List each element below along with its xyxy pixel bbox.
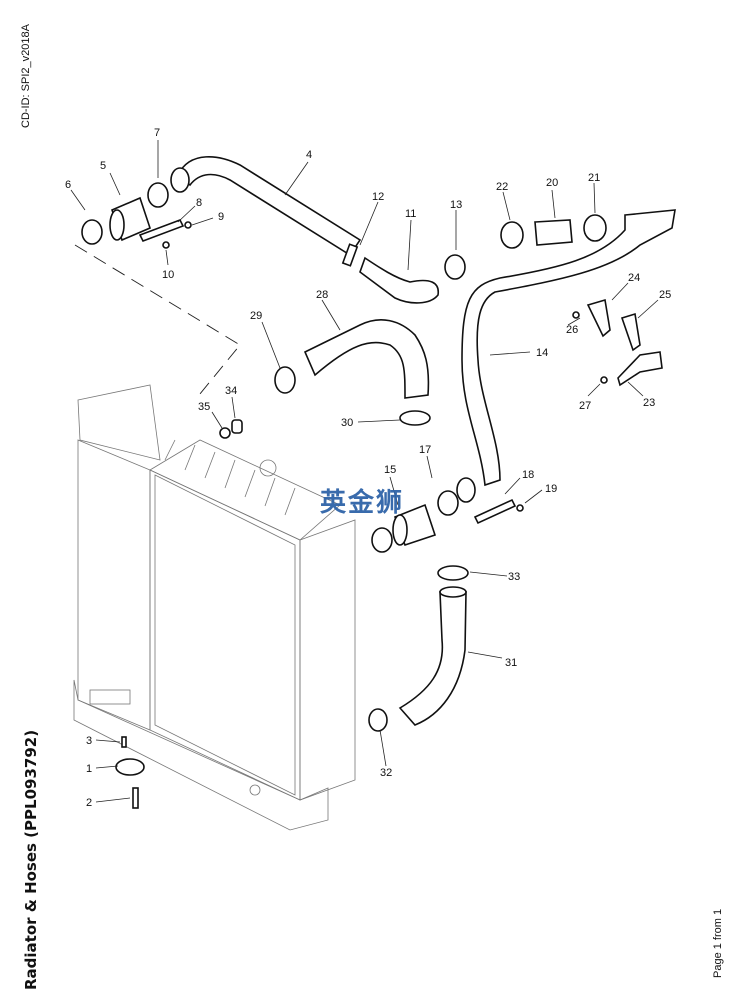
mount-1 <box>115 758 145 776</box>
clamp-29 <box>274 366 296 394</box>
callout-4: 4 <box>306 149 312 161</box>
bolt-2 <box>132 787 139 809</box>
clamp-13 <box>444 254 466 280</box>
callout-7: 7 <box>154 127 160 139</box>
assembly-leader <box>74 244 241 401</box>
screw-3 <box>121 736 127 748</box>
bolt-27 <box>600 376 608 384</box>
bolt-19 <box>516 504 524 512</box>
callout-12: 12 <box>372 191 384 203</box>
hose-15-end <box>392 514 408 546</box>
hose-31 <box>398 591 467 726</box>
part-34 <box>231 419 243 434</box>
callout-14: 14 <box>536 347 548 359</box>
callout-31: 31 <box>505 657 517 669</box>
bolt-10 <box>162 241 170 249</box>
hose-4 <box>177 156 362 257</box>
callout-30: 30 <box>341 417 353 429</box>
callout-labels: 1 2 3 4 5 6 7 8 9 10 11 12 13 14 15 17 1… <box>65 127 671 809</box>
bracket-25 <box>620 312 641 352</box>
leader-lines <box>70 140 659 803</box>
callout-20: 20 <box>546 177 558 189</box>
pipe-14 <box>461 209 676 487</box>
callout-10: 10 <box>162 269 174 281</box>
part-35 <box>219 427 231 439</box>
callout-17: 17 <box>419 444 431 456</box>
hose-5-end <box>109 209 125 241</box>
callout-15: 15 <box>384 464 396 476</box>
sensor-12 <box>341 243 359 267</box>
hose-31-end <box>439 586 467 598</box>
clamp-30 <box>399 410 431 426</box>
hose-4-end <box>170 167 190 193</box>
callout-9: 9 <box>218 211 224 223</box>
callout-23: 23 <box>643 397 655 409</box>
clamp-6 <box>81 219 103 245</box>
bolt-9 <box>184 221 192 229</box>
bolt-26 <box>572 311 580 319</box>
callout-32: 32 <box>380 767 392 779</box>
callout-26: 26 <box>566 324 578 336</box>
callout-1: 1 <box>86 763 92 775</box>
clamp-32 <box>368 708 388 732</box>
callout-35: 35 <box>198 401 210 413</box>
watermark: 英金狮 <box>320 488 405 518</box>
hose-28 <box>303 319 430 399</box>
callout-22: 22 <box>496 181 508 193</box>
callout-13: 13 <box>450 199 462 211</box>
callout-21: 21 <box>588 172 600 184</box>
callout-6: 6 <box>65 179 71 191</box>
bracket-18 <box>473 498 517 525</box>
clamp-33 <box>437 565 469 581</box>
callout-19: 19 <box>545 483 557 495</box>
radiator <box>73 384 356 831</box>
bracket-23 <box>617 351 663 387</box>
clamp-17 <box>437 490 459 516</box>
callout-3: 3 <box>86 735 92 747</box>
callout-24: 24 <box>628 272 640 284</box>
hose-11 <box>359 256 439 304</box>
pipe-14-end <box>456 477 476 503</box>
clamp-22 <box>500 221 524 249</box>
callout-29: 29 <box>250 310 262 322</box>
bracket-8 <box>138 218 185 243</box>
callout-25: 25 <box>659 289 671 301</box>
bracket-24 <box>586 298 611 338</box>
callout-8: 8 <box>196 197 202 209</box>
clamp-7 <box>147 182 169 208</box>
callout-34: 34 <box>225 385 237 397</box>
clamp-21 <box>583 214 607 242</box>
callout-11: 11 <box>405 208 416 220</box>
callout-33: 33 <box>508 571 520 583</box>
callout-2: 2 <box>86 797 92 809</box>
callout-18: 18 <box>522 469 534 481</box>
callout-28: 28 <box>316 289 328 301</box>
callout-27: 27 <box>579 400 591 412</box>
clamp-16 <box>371 527 393 553</box>
sleeve-20 <box>534 219 573 246</box>
callout-5: 5 <box>100 160 106 172</box>
